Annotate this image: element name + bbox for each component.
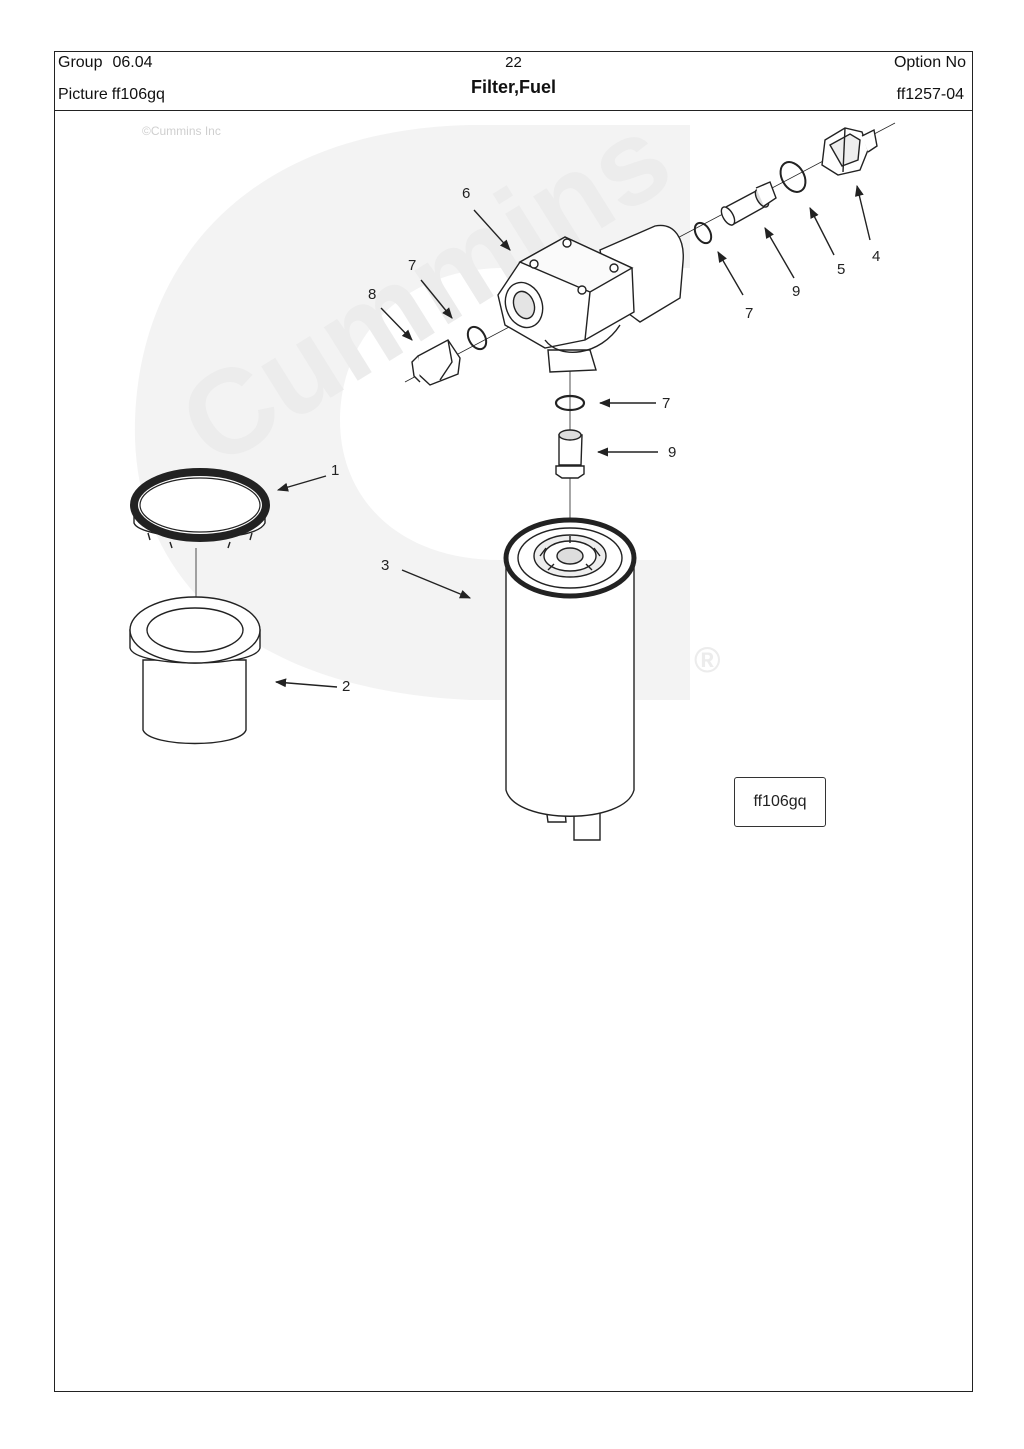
- part-5-oring: [779, 161, 807, 193]
- callout-2: 2: [342, 678, 350, 695]
- arrow-9-upper: [764, 227, 795, 279]
- option-label: Option No: [893, 54, 966, 71]
- arrow-1: [276, 475, 327, 492]
- callout-3: 3: [381, 557, 389, 574]
- part-1-seal-ring: [130, 468, 270, 549]
- callout-7-left: 7: [408, 257, 416, 274]
- arrow-3: [401, 569, 472, 599]
- callout-8: 8: [368, 286, 376, 303]
- watermark-registered: ®: [694, 639, 721, 680]
- callout-7-center: 7: [662, 395, 670, 412]
- option-value: ff1257-04: [896, 86, 964, 103]
- arrow-7-left: [420, 279, 453, 319]
- callout-labels: 1 2 3 4 5 6 7 7 7 8 9 9: [331, 185, 880, 695]
- part-4-fitting: [821, 127, 878, 176]
- callout-4: 4: [872, 248, 880, 265]
- part-8-fitting: [411, 339, 461, 386]
- callout-7-right: 7: [745, 305, 753, 322]
- callout-arrows: [274, 184, 871, 688]
- page-title: Filter,Fuel: [470, 77, 557, 97]
- picture-value: ff106gq: [111, 86, 165, 103]
- part-6-filter-head: [497, 224, 684, 373]
- part-7-oring-right: [693, 221, 713, 245]
- callout-9-upper: 9: [792, 283, 800, 300]
- arrow-7-right: [717, 251, 744, 296]
- callout-9-center: 9: [668, 444, 676, 461]
- callout-5: 5: [837, 261, 845, 278]
- page-number: 22: [505, 54, 522, 71]
- callout-6: 6: [462, 185, 470, 202]
- arrow-5: [809, 207, 835, 256]
- watermark-copyright: ©Cummins Inc: [142, 124, 221, 138]
- watermark-c-shape: [134, 125, 690, 700]
- part-9-tube-center: [555, 429, 585, 479]
- arrow-2: [274, 678, 338, 688]
- part-7-oring-center: [554, 394, 586, 412]
- part-3-filter-cartridge: [503, 517, 637, 841]
- picture-id-label: ff106gq: [734, 777, 826, 827]
- group-label: Group: [58, 54, 103, 71]
- callout-1: 1: [331, 462, 339, 479]
- arrow-8: [380, 307, 413, 341]
- part-2-bowl: [129, 596, 261, 745]
- group-value: 06.04: [112, 54, 153, 71]
- part-9-tube-upper: [720, 181, 777, 226]
- picture-label: Picture: [58, 86, 108, 103]
- arrow-6: [473, 209, 511, 251]
- group-field: Group 06.04: [58, 54, 153, 72]
- arrow-4: [855, 184, 871, 241]
- part-7-oring-left: [466, 325, 488, 351]
